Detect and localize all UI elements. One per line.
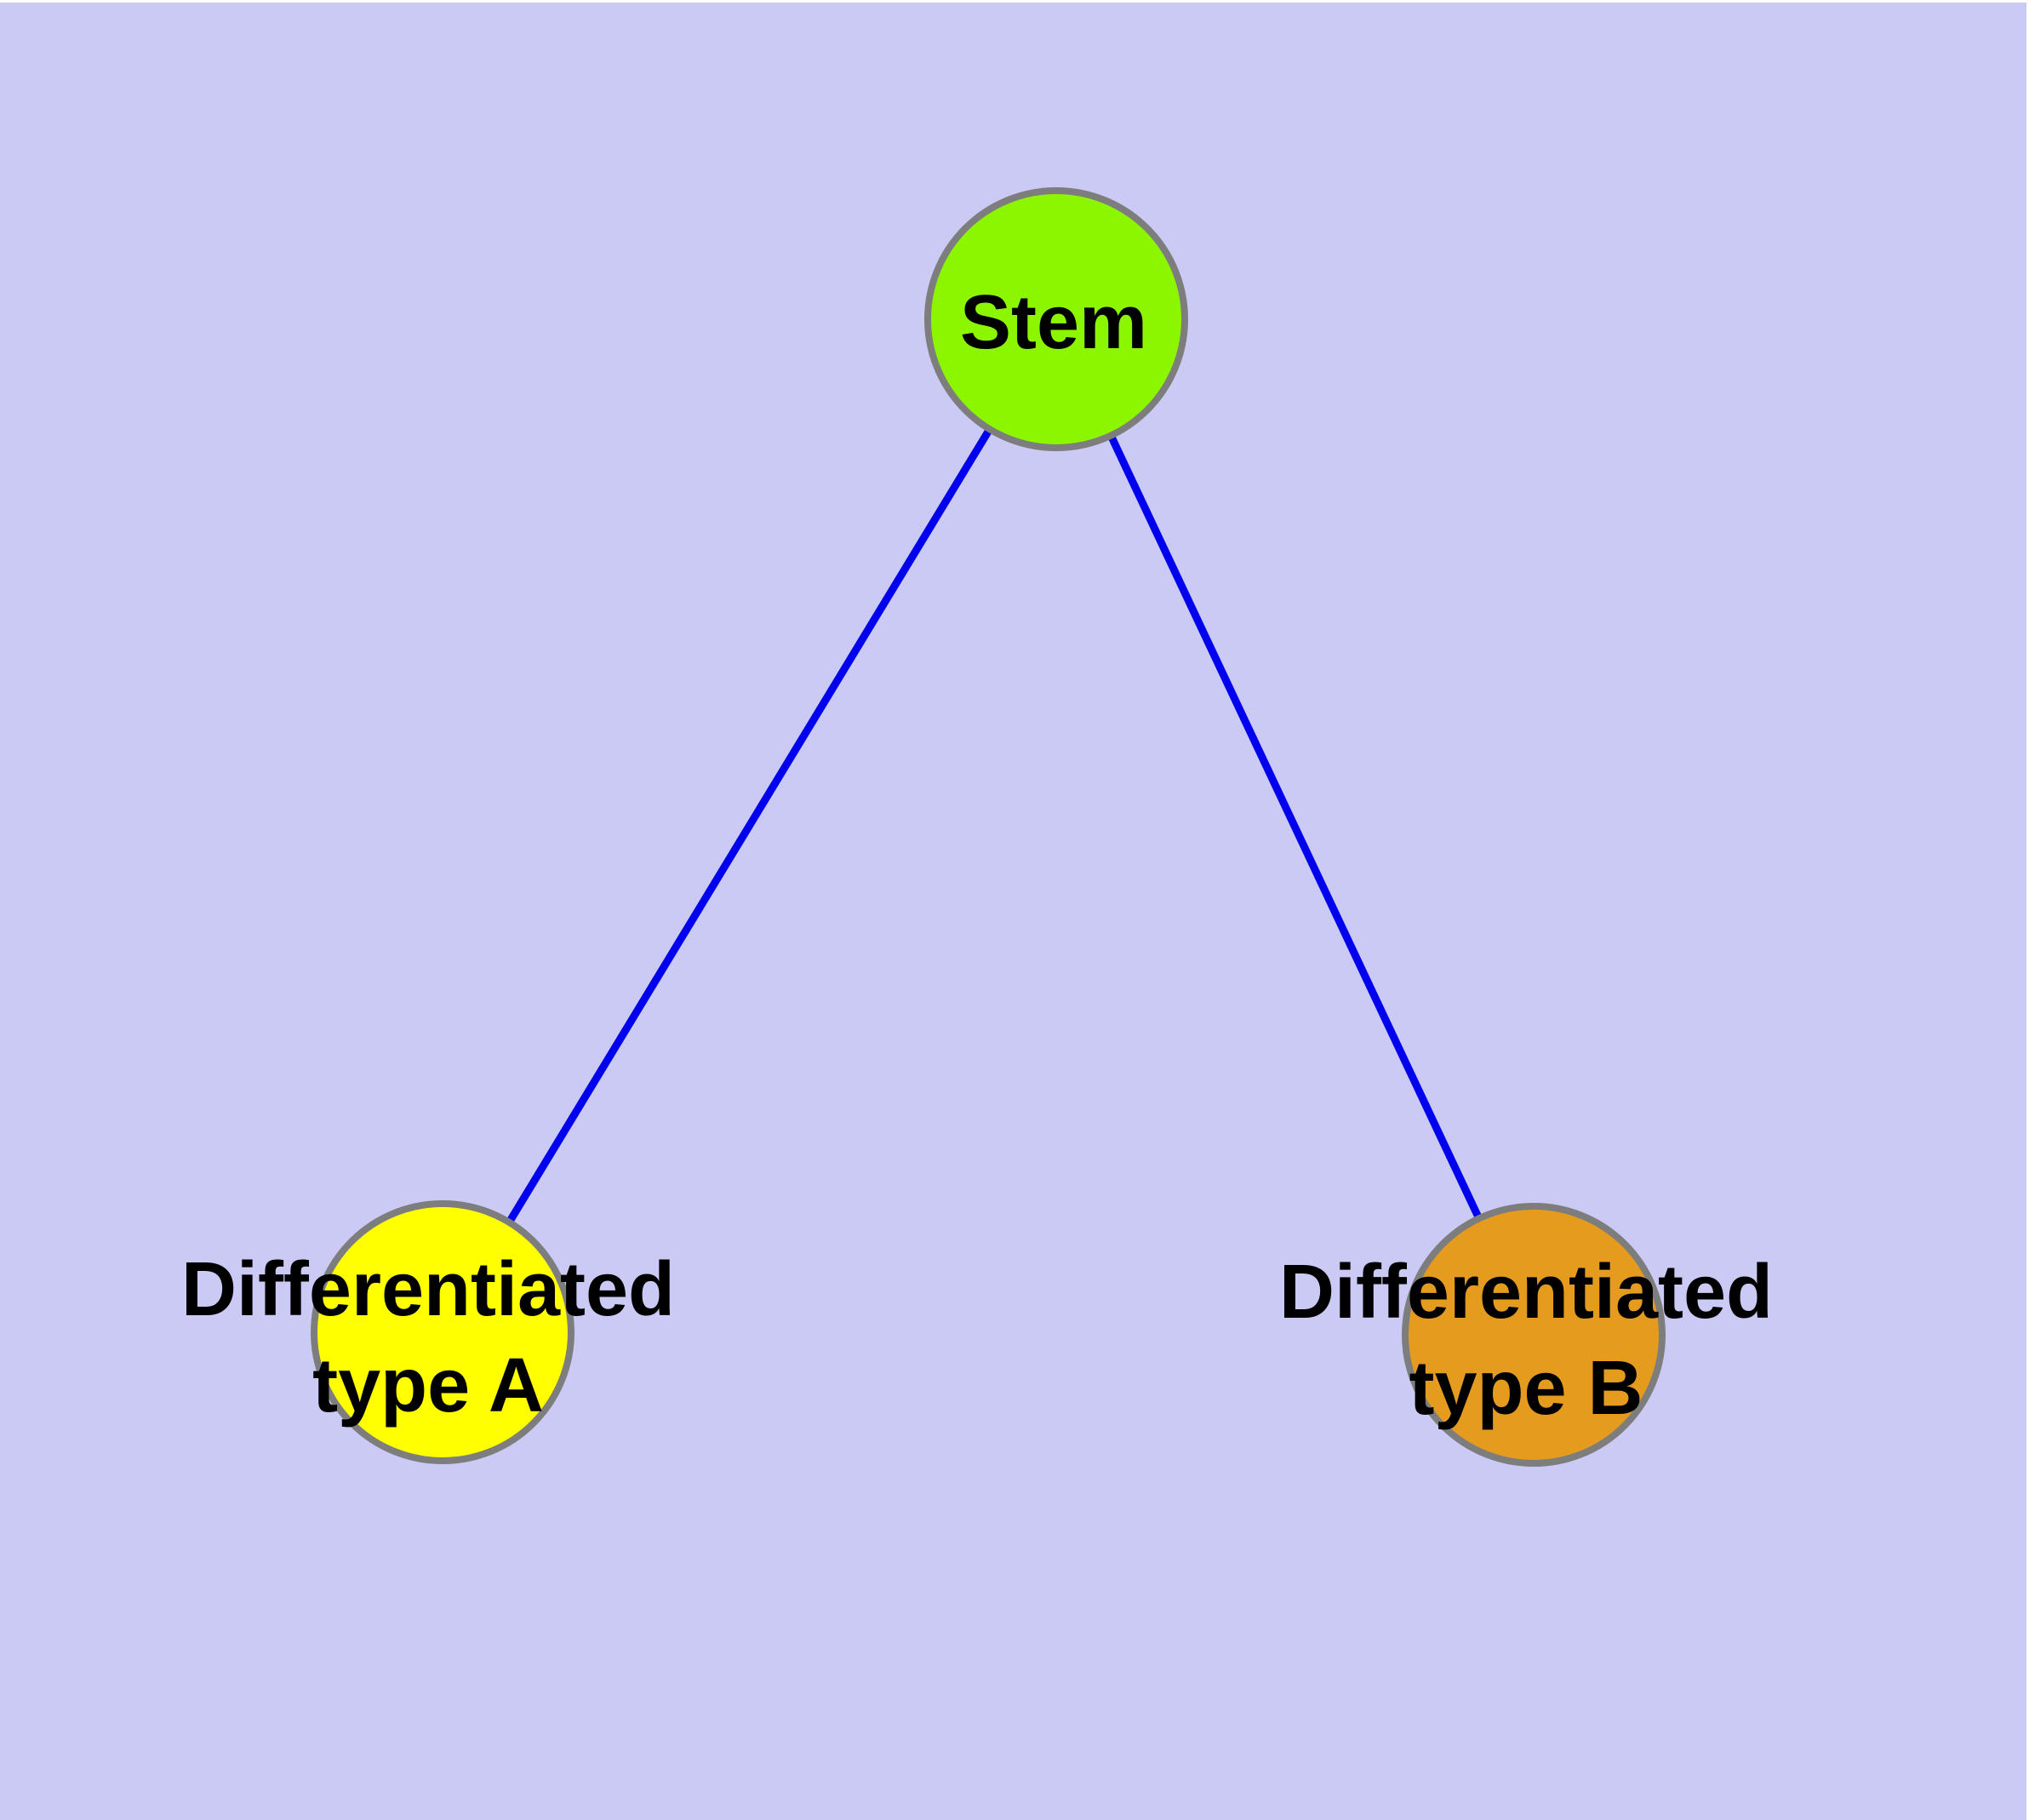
node-differentiated-type-a-label-line1: Differentiated (181, 1247, 675, 1332)
node-differentiated-type-b-label-line1: Differentiated (1279, 1250, 1773, 1335)
edge-stem-to-differentiated-type-a (439, 317, 1060, 1335)
node-differentiated-type-a-label-line2: type A (312, 1343, 544, 1428)
node-stem (924, 187, 1188, 451)
edge-stem-to-differentiated-type-b (1052, 318, 1538, 1336)
node-differentiated-type-b-circle (1402, 1203, 1666, 1467)
node-differentiated-type-b (1402, 1203, 1666, 1467)
node-stem-circle (924, 187, 1188, 451)
node-differentiated-type-a (311, 1200, 574, 1464)
node-stem-label: Stem (960, 280, 1147, 365)
node-differentiated-type-a-circle (311, 1200, 574, 1464)
node-differentiated-type-b-label-line2: type B (1409, 1346, 1643, 1431)
